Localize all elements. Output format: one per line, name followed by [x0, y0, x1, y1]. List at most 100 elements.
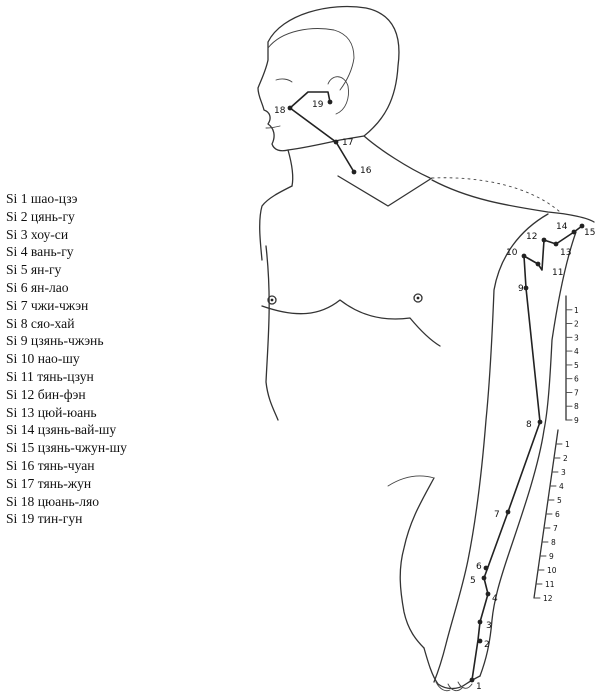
ruler-label-9: 9	[574, 416, 579, 425]
finger-3	[457, 681, 473, 689]
point-label-7: 7	[494, 510, 500, 520]
point-label-15: 15	[584, 228, 595, 238]
legend-item: Si 7 чжи-чжэн	[6, 297, 89, 313]
point-dot-19	[327, 99, 333, 105]
ruler-label-12: 12	[543, 594, 553, 603]
right-shoulder	[431, 179, 595, 223]
legend-item: Si 16 тянь-чуан	[6, 457, 95, 473]
ruler-label-2: 2	[574, 320, 579, 329]
eye	[275, 78, 293, 83]
point-label-13: 13	[560, 248, 571, 258]
point-label-19: 19	[312, 100, 324, 110]
ruler-label-5: 5	[574, 361, 579, 370]
legend-item: Si 6 ян-лао	[6, 279, 69, 295]
ruler-label-8: 8	[551, 538, 556, 547]
legend-item: Si 10 нао-шу	[6, 351, 80, 367]
inner-arm	[399, 477, 435, 649]
ruler-label-11: 11	[545, 580, 555, 589]
finger-2	[447, 683, 463, 692]
neck-back	[363, 135, 431, 179]
point-dot-6	[483, 565, 489, 571]
point-dot-9	[523, 285, 529, 291]
arm-front-outline	[479, 231, 577, 677]
point-dot-8	[537, 419, 543, 425]
ruler-label-7: 7	[574, 388, 579, 397]
point-dot-7	[505, 509, 511, 515]
legend-item: Si 4 вань-гу	[6, 244, 74, 260]
legend-item: Si 9 цзянь-чжэнь	[6, 333, 104, 349]
legend-item: Si 5 ян-гу	[6, 262, 62, 278]
ruler-label-8: 8	[574, 402, 579, 411]
ruler-label-4: 4	[574, 347, 579, 356]
point-dot-5	[481, 575, 487, 581]
ruler-label-10: 10	[547, 566, 557, 575]
point-label-18: 18	[274, 106, 286, 116]
ruler-label-6: 6	[555, 510, 560, 519]
point-dot-10	[521, 253, 527, 259]
arm-back-outline	[433, 213, 549, 683]
ruler-label-1: 1	[565, 440, 570, 449]
ruler-label-6: 6	[574, 375, 579, 384]
point-label-1: 1	[476, 682, 482, 692]
pectoral-line	[261, 299, 441, 347]
left-nipple	[267, 295, 277, 305]
left-nipple-dot	[270, 298, 274, 302]
point-dot-14	[571, 229, 577, 235]
shoulder-dotted-line	[431, 177, 561, 213]
ruler-label-2: 2	[563, 454, 568, 463]
legend-item: Si 8 сяо-хай	[6, 315, 75, 331]
point-label-12: 12	[526, 232, 537, 242]
point-label-17: 17	[342, 138, 353, 148]
point-dot-16	[351, 169, 357, 175]
point-label-4: 4	[492, 594, 498, 604]
ruler-label-3: 3	[561, 468, 566, 477]
finger-1	[435, 681, 451, 692]
meridian-arm	[471, 225, 583, 681]
hairline	[267, 28, 355, 91]
point-dot-12	[541, 237, 547, 243]
elbow-fold	[387, 475, 435, 487]
legend-item: Si 2 цянь-гу	[6, 208, 75, 224]
point-dot-3	[477, 619, 483, 625]
collarbone	[337, 175, 433, 207]
point-label-10: 10	[506, 248, 518, 258]
legend-item: Si 14 цзянь-вай-шу	[6, 422, 117, 438]
point-label-14: 14	[556, 222, 568, 232]
right-nipple-dot	[416, 296, 420, 300]
neck-front	[287, 149, 294, 187]
legend-item: Si 11 тянь-цзун	[6, 368, 94, 384]
legend-item: Si 17 тянь-жун	[6, 475, 92, 491]
left-shoulder	[259, 185, 293, 261]
point-label-5: 5	[470, 576, 476, 586]
point-label-9: 9	[518, 284, 524, 294]
legend-item: Si 15 цзянь-чжун-шу	[6, 440, 127, 456]
hand-outline	[423, 647, 481, 690]
upper-measure-ruler: 1 2 3 4 5 6 7 8 9	[565, 295, 579, 425]
point-label-2: 2	[484, 640, 490, 650]
point-dot-11	[535, 261, 541, 267]
head-outline	[257, 5, 400, 152]
point-dot-15	[579, 223, 585, 229]
legend-item: Si 19 тин-гун	[6, 511, 83, 527]
ear-outline	[327, 76, 349, 115]
point-label-8: 8	[526, 420, 532, 430]
point-dot-13	[553, 241, 559, 247]
ruler-label-7: 7	[553, 524, 558, 533]
point-label-11: 11	[552, 268, 563, 278]
mouth	[265, 125, 281, 129]
point-dot-1	[469, 677, 475, 683]
right-nipple	[413, 293, 423, 303]
point-legend: Si 1 шао-цзэ Si 2 цянь-гу Si 3 хоу-си Si…	[6, 190, 176, 528]
ruler-label-3: 3	[574, 333, 579, 342]
ruler-label-1: 1	[574, 306, 579, 315]
ruler-label-9: 9	[549, 552, 554, 561]
point-dot-2	[477, 638, 483, 644]
legend-item: Si 13 цюй-юань	[6, 404, 97, 420]
point-dot-4	[485, 591, 491, 597]
legend-item: Si 3 хоу-си	[6, 226, 69, 242]
ruler-label-4: 4	[559, 482, 564, 491]
point-label-16: 16	[360, 166, 372, 176]
legend-item: Si 1 шао-цзэ	[6, 191, 78, 206]
